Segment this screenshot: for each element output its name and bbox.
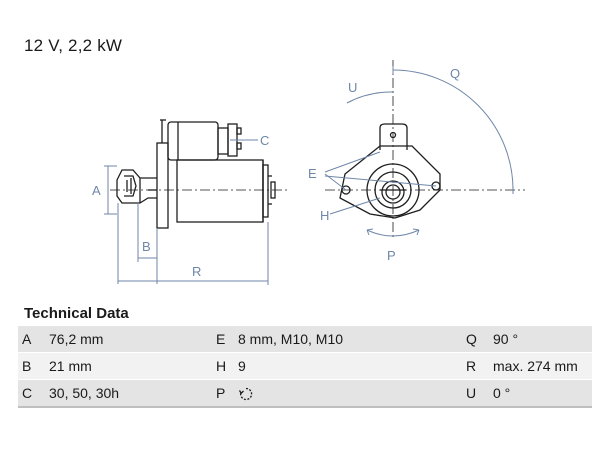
solenoid [167, 121, 219, 161]
table-row: A 76,2 mm E 8 mm, M10, M10 Q 90 ° [18, 326, 592, 353]
spec-key: E [216, 331, 226, 347]
spec-value [238, 384, 254, 401]
front-dimensions [324, 66, 514, 237]
drive-housing [116, 169, 157, 204]
spec-key: P [216, 385, 226, 401]
mounting-flange [156, 142, 169, 229]
label-q: Q [450, 66, 460, 81]
label-b: B [142, 239, 151, 254]
spec-value: max. 274 mm [493, 358, 578, 374]
label-u: U [348, 80, 357, 95]
label-e: E [308, 166, 317, 181]
front-centerlines [325, 60, 525, 240]
label-r-side: R [192, 264, 201, 279]
table-row: C 30, 50, 30h P U 0 ° [18, 380, 592, 408]
label-a: A [92, 183, 101, 198]
spec-value: 0 ° [493, 385, 511, 401]
spec-key: A [22, 331, 32, 347]
label-h: H [320, 208, 329, 223]
spec-key: C [22, 385, 33, 401]
spec-value: 9 [238, 358, 246, 374]
spec-value: 90 ° [493, 331, 519, 347]
starter-motor-drawing: A B R C Q U E H P [92, 60, 525, 285]
side-dimensions [104, 139, 269, 285]
spec-key: U [466, 385, 477, 401]
label-p: P [387, 248, 396, 263]
spec-key: B [22, 358, 32, 374]
spec-value: 30, 50, 30h [49, 385, 120, 401]
side-view [110, 119, 290, 229]
label-c: C [260, 133, 269, 148]
spec-key: H [216, 358, 227, 374]
technical-data-title: Technical Data [24, 305, 129, 322]
motor-body [176, 159, 264, 223]
page-title: 12 V, 2,2 kW [24, 36, 123, 55]
front-view [339, 123, 441, 219]
spec-value: 76,2 mm [49, 331, 104, 347]
rotation-direction-icon [238, 387, 253, 400]
spec-key: R [466, 358, 477, 374]
spec-key: Q [466, 331, 477, 347]
spec-value: 8 mm, M10, M10 [238, 331, 344, 347]
spec-value: 21 mm [49, 358, 92, 374]
